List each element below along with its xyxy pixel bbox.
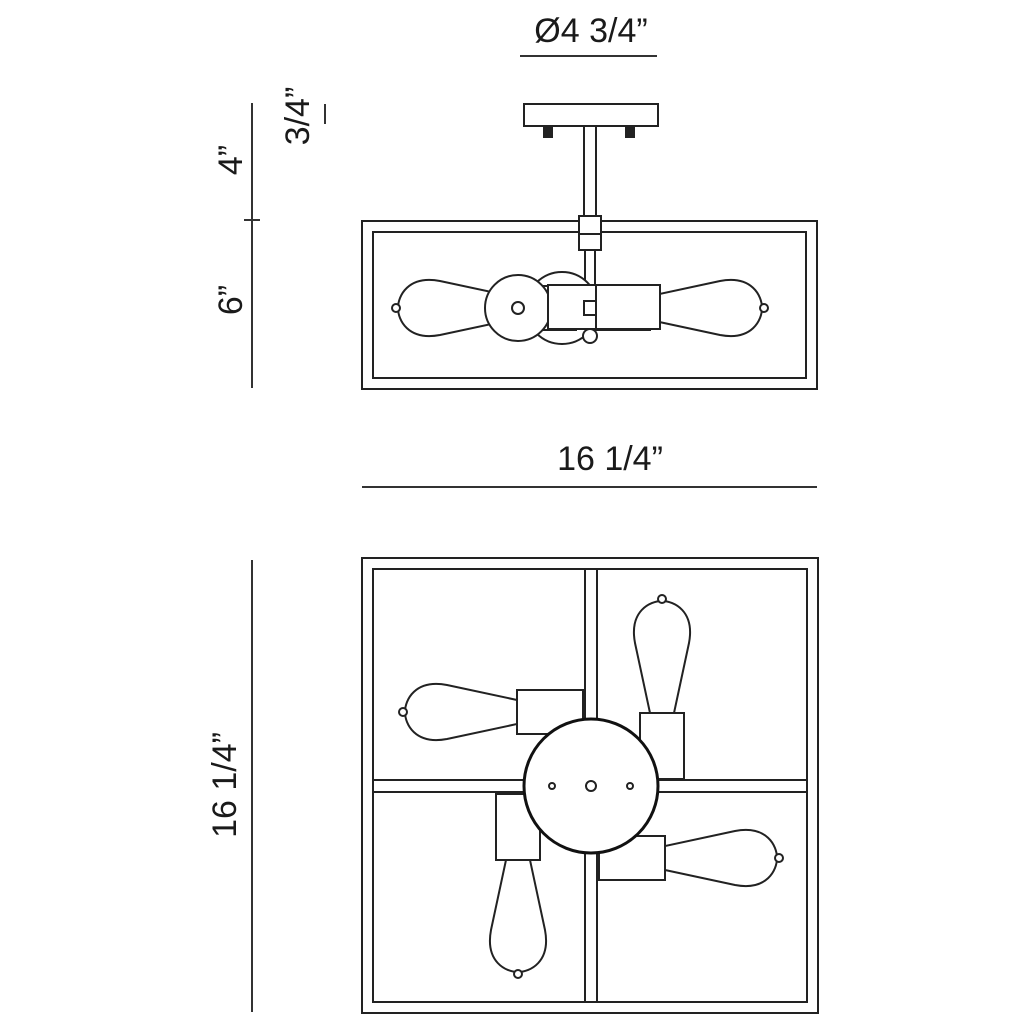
center-canopy-disc: [522, 717, 660, 855]
side-view: [361, 103, 818, 390]
screw-hole-left: [548, 782, 556, 790]
top-view: [361, 557, 819, 1014]
screw-nut-right: [625, 126, 635, 138]
frame-height-label: 6”: [212, 285, 250, 315]
hub-finial: [582, 328, 598, 344]
canopy: [523, 103, 659, 127]
stem-height-label: 4”: [212, 145, 250, 175]
canopy-height-label: 3/4”: [279, 87, 317, 146]
screw-nut-left: [543, 126, 553, 138]
screw-hole-right: [626, 782, 634, 790]
canopy-diameter-label: Ø4 3/4”: [534, 12, 647, 50]
socket-hole: [511, 301, 525, 315]
width-label: 16 1/4”: [557, 440, 663, 478]
stem: [583, 125, 597, 219]
center-hole: [585, 780, 597, 792]
center-hub: [547, 284, 661, 330]
stem-collar: [578, 233, 602, 251]
depth-label: 16 1/4”: [206, 732, 244, 838]
